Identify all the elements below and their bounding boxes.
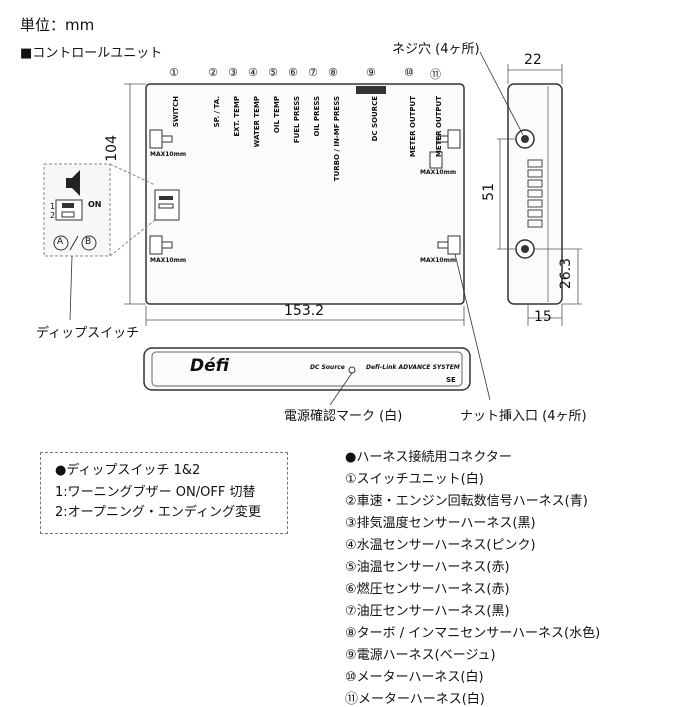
- list-item: ⑥燃圧センサーハーネス(赤): [345, 582, 510, 597]
- max-label-left-bottom: MAX10mm: [150, 257, 187, 264]
- dip-on-label: ON: [88, 200, 102, 209]
- list-item: ②車速・エンジン回転数信号ハーネス(青): [345, 494, 588, 509]
- dip-2-label: 2: [50, 211, 56, 220]
- connector-num-1: ①: [169, 66, 179, 79]
- power-indicator: [348, 366, 356, 374]
- connector-num-7: ⑦: [308, 66, 318, 79]
- mount-brackets: [149, 129, 461, 255]
- dim-hole-spacing: 51: [481, 183, 497, 201]
- system-label: Defi-Link ADVANCE SYSTEM: [366, 364, 460, 371]
- port-label-oil-temp: OIL TEMP: [273, 96, 281, 134]
- list-item: ⑩メーターハーネス(白): [345, 670, 484, 685]
- connector-num-2: ②: [208, 66, 218, 79]
- section-title: ■コントロールユニット: [20, 46, 163, 61]
- list-item: ⑪メーターハーネス(白): [345, 692, 485, 707]
- port-label-water-temp: WATER TEMP: [253, 96, 261, 148]
- max-label-right-top: MAX10mm: [420, 169, 457, 176]
- harness-title: ●ハーネス接続用コネクター: [345, 450, 512, 465]
- dim-hole-height: 26.3: [558, 258, 574, 290]
- dip-note-line1: 1:ワーニングブザー ON/OFF 切替: [55, 485, 256, 500]
- dip-note-title: ●ディップスイッチ 1&2: [55, 463, 201, 478]
- callout-power-mark: 電源確認マーク (白): [284, 409, 403, 424]
- unit-side-view: [507, 83, 563, 305]
- connector-num-6: ⑥: [288, 66, 298, 79]
- dip-b-marker: [81, 235, 97, 251]
- connector-num-10: ⑩: [404, 66, 414, 79]
- list-item: ⑧ターボ / インマニセンサーハーネス(水色): [345, 626, 601, 641]
- list-item: ⑦油圧センサーハーネス(黒): [345, 604, 510, 619]
- model-label: SE: [446, 376, 456, 384]
- callout-nut-insert: ナット挿入口 (4ヶ所): [460, 409, 587, 424]
- dip-b-label: B: [85, 237, 92, 247]
- port-label-switch: SWITCH: [172, 96, 180, 128]
- port-label-turbo: TURBO / IN-MF PRESS: [333, 96, 341, 182]
- list-item: ⑨電源ハーネス(ベージュ): [345, 648, 496, 663]
- dim-bottom: 15: [534, 309, 552, 325]
- dip-switch-note: ●ディップスイッチ 1&2 1:ワーニングブザー ON/OFF 切替 2:オープ…: [40, 452, 288, 534]
- dip-a-marker: [53, 235, 69, 251]
- connector-num-5: ⑤: [268, 66, 278, 79]
- list-item: ④水温センサーハーネス(ピンク): [345, 538, 536, 553]
- list-item: ③排気温度センサーハーネス(黒): [345, 516, 536, 531]
- dim-height: 104: [104, 135, 120, 162]
- unit-label: 単位：mm: [20, 16, 95, 34]
- control-unit-drawing: [43, 51, 582, 406]
- port-label-oil-press: OIL PRESS: [313, 96, 321, 137]
- connector-num-8: ⑧: [328, 66, 338, 79]
- port-label-sp-ta: SP. / TA.: [213, 96, 221, 128]
- port-label-dc-source: DC SOURCE: [371, 96, 379, 142]
- unit-front-view: [143, 347, 471, 391]
- callout-screw-hole: ネジ穴 (4ヶ所): [392, 42, 480, 57]
- vent-slots: [527, 159, 543, 228]
- connector-num-4: ④: [248, 66, 258, 79]
- port-label-ext-temp: EXT. TEMP: [233, 96, 241, 137]
- callout-dip-switch: ディップスイッチ: [36, 326, 140, 341]
- dip-a-label: A: [57, 237, 64, 247]
- max-label-right-bottom: MAX10mm: [420, 257, 457, 264]
- connector-num-9: ⑨: [366, 66, 376, 79]
- brand-logo: Défi: [190, 356, 230, 376]
- list-item: ⑤油温センサーハーネス(赤): [345, 560, 510, 575]
- unit-top-view: [145, 83, 465, 305]
- dim-width: 153.2: [284, 303, 325, 319]
- connector-num-11: ⑪: [430, 68, 441, 81]
- max-label-left-top: MAX10mm: [150, 151, 187, 158]
- dip-note-line2: 2:オープニング・エンディング変更: [55, 505, 261, 520]
- dc-source-label: DC Source: [310, 364, 345, 371]
- port-label-meter-output-2: METER OUTPUT: [435, 96, 443, 158]
- connector-num-3: ③: [228, 66, 238, 79]
- port-label-meter-output-1: METER OUTPUT: [409, 96, 417, 158]
- dip-1-label: 1: [50, 202, 56, 211]
- port-label-fuel-press: FUEL PRESS: [293, 96, 301, 144]
- dim-depth: 22: [524, 52, 542, 68]
- list-item: ①スイッチユニット(白): [345, 472, 484, 487]
